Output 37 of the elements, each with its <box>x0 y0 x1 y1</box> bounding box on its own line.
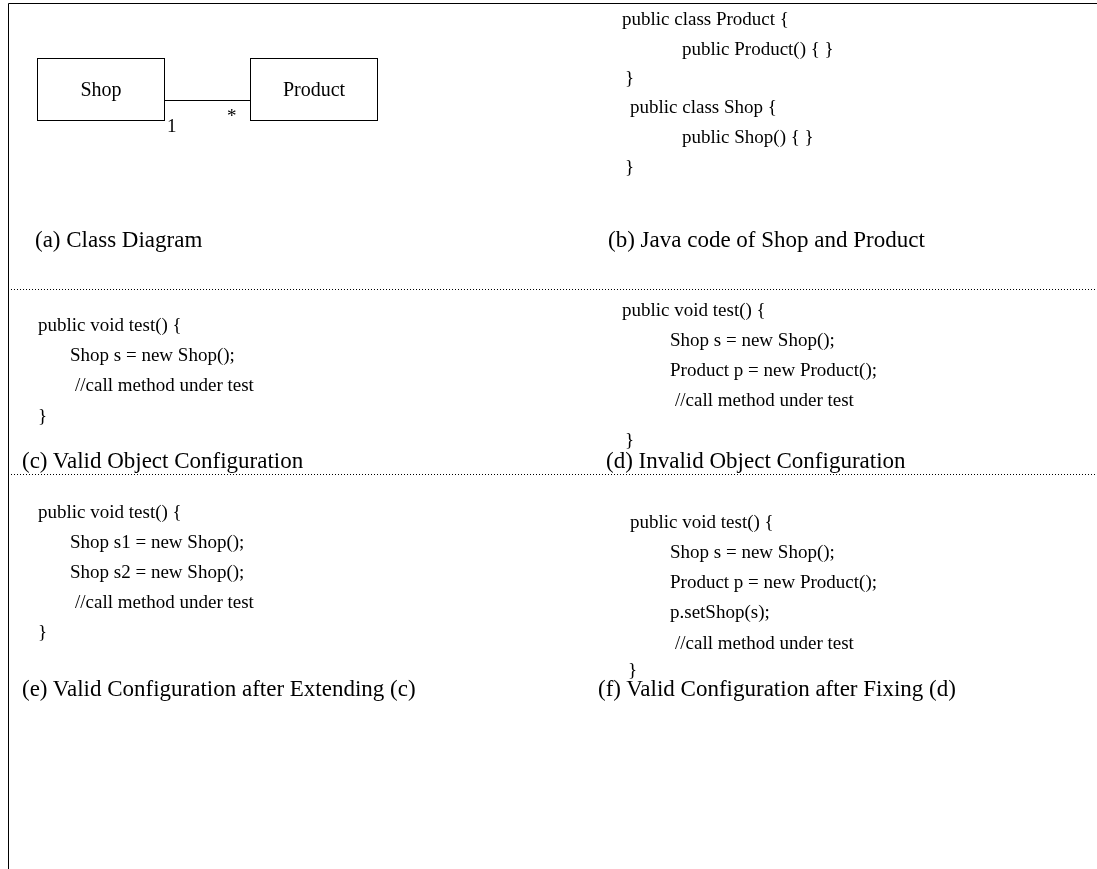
class-box <box>37 58 165 121</box>
code-line: } <box>38 405 48 427</box>
code-line: public class Shop { <box>630 96 777 118</box>
code-line: public void test() { <box>630 511 774 533</box>
code-line: Shop s2 = new Shop(); <box>70 561 245 583</box>
code-line: Shop s = new Shop(); <box>70 344 235 366</box>
code-line: //call method under test <box>675 632 854 654</box>
association-line <box>164 100 251 101</box>
multiplicity-label: * <box>227 105 237 127</box>
code-line: p.setShop(s); <box>670 601 770 623</box>
code-line: } <box>625 67 635 89</box>
multiplicity-label: 1 <box>167 115 177 137</box>
code-line: public Product() { } <box>682 38 834 60</box>
class-name: Shop <box>80 78 122 101</box>
code-line: public void test() { <box>38 501 182 523</box>
code-line: Product p = new Product(); <box>670 359 877 381</box>
code-line: public void test() { <box>38 314 182 336</box>
code-line: } <box>38 621 48 643</box>
caption: (b) Java code of Shop and Product <box>608 227 925 253</box>
code-line: Product p = new Product(); <box>670 571 877 593</box>
code-line: public void test() { <box>622 299 766 321</box>
code-line: public Shop() { } <box>682 126 814 148</box>
code-line: } <box>625 156 635 178</box>
caption: (c) Valid Object Configuration <box>22 448 304 474</box>
code-line: //call method under test <box>675 389 854 411</box>
code-line: } <box>625 429 635 451</box>
class-name: Product <box>282 78 346 101</box>
code-line: Shop s = new Shop(); <box>670 329 835 351</box>
caption: (e) Valid Configuration after Extending (c) <box>22 676 416 702</box>
code-line: //call method under test <box>75 591 254 613</box>
code-line: //call method under test <box>75 374 254 396</box>
code-line: Shop s1 = new Shop(); <box>70 531 245 553</box>
code-line: Shop s = new Shop(); <box>670 541 835 563</box>
caption: (a) Class Diagram <box>35 227 203 253</box>
caption: (d) Invalid Object Configuration <box>606 448 906 474</box>
code-line: public class Product { <box>622 8 789 30</box>
class-box <box>250 58 378 121</box>
